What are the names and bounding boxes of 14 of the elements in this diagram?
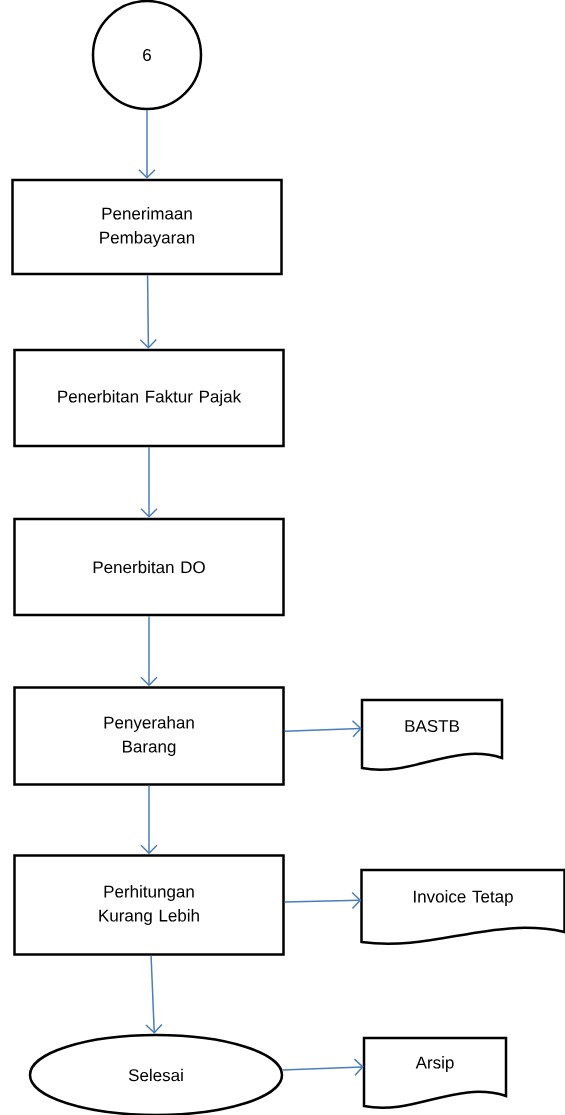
process-box: Penyerahan Barang bbox=[13, 686, 285, 786]
process-box: Penerbitan DO bbox=[13, 517, 285, 617]
arrow bbox=[139, 274, 158, 349]
arrow bbox=[281, 1058, 364, 1076]
arrow bbox=[284, 720, 362, 738]
arrow bbox=[140, 615, 158, 687]
process-box: Perhitungan Kurang Lebih bbox=[13, 854, 285, 956]
process-box: Penerimaan Pembayaran bbox=[11, 178, 283, 276]
arrow bbox=[138, 109, 156, 179]
arrow bbox=[145, 955, 163, 1034]
arrow bbox=[140, 446, 158, 518]
arrow bbox=[284, 891, 362, 910]
process-box: Penerbitan Faktur Pajak bbox=[13, 348, 285, 448]
arrow bbox=[140, 785, 158, 855]
